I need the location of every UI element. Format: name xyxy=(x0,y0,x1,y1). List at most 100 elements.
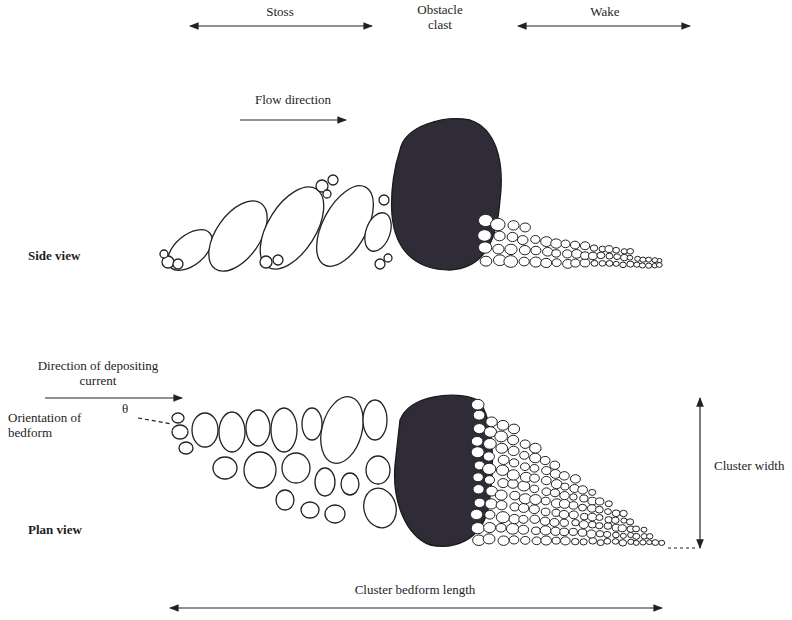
pebble xyxy=(606,261,613,267)
pebble xyxy=(541,497,550,505)
pebble xyxy=(561,240,570,248)
pebble xyxy=(497,420,509,430)
pebble xyxy=(580,539,587,545)
pebble xyxy=(509,459,518,467)
pebble xyxy=(571,259,580,267)
pebble xyxy=(494,231,505,241)
pebble xyxy=(578,486,588,494)
pebble xyxy=(646,257,652,262)
pebble xyxy=(529,505,539,514)
pebble xyxy=(580,242,589,250)
width-label: Cluster width xyxy=(712,458,788,473)
pebble xyxy=(530,485,539,493)
pebble xyxy=(570,494,578,500)
pebble xyxy=(508,221,519,230)
pebble xyxy=(561,483,569,490)
pebble xyxy=(508,479,519,488)
pebble xyxy=(579,521,588,529)
pebble xyxy=(471,447,484,458)
angle-symbol: θ xyxy=(120,401,130,416)
zone-label: Stoss xyxy=(264,4,295,19)
pebble xyxy=(508,424,519,434)
stoss-clasts-side xyxy=(160,175,396,281)
length-label: Cluster bedform length xyxy=(353,582,478,597)
pebble xyxy=(540,517,550,525)
length-arrow xyxy=(170,607,662,608)
zone-label: Wake xyxy=(588,4,621,19)
width-leader xyxy=(668,548,698,549)
pebble xyxy=(659,540,665,545)
pebble xyxy=(572,519,580,525)
view-label: Side view xyxy=(26,248,82,263)
pebble xyxy=(560,528,569,536)
pebble xyxy=(605,509,612,515)
pebble xyxy=(647,534,653,539)
pebble xyxy=(507,232,518,241)
pebble xyxy=(620,533,626,538)
pebble xyxy=(504,256,518,268)
stoss-arrow xyxy=(190,25,372,26)
pebble xyxy=(517,236,528,245)
pebble xyxy=(559,510,569,518)
pebble xyxy=(627,261,634,267)
pebble xyxy=(471,523,484,534)
pebble xyxy=(530,464,539,472)
pebble xyxy=(509,536,519,544)
pebble xyxy=(633,526,640,532)
pebble xyxy=(483,438,496,449)
pebble xyxy=(595,506,603,513)
pebble xyxy=(550,518,559,526)
pebble xyxy=(641,527,647,532)
pebble xyxy=(496,501,507,510)
pebble xyxy=(532,537,541,545)
pebble xyxy=(542,488,551,496)
pebble xyxy=(595,498,603,505)
pebble xyxy=(596,514,603,520)
pebble xyxy=(540,526,551,535)
pebble xyxy=(495,490,507,500)
pebble xyxy=(561,537,571,545)
pebble xyxy=(569,528,577,535)
pebble xyxy=(518,525,529,534)
pebble xyxy=(580,495,588,502)
pebble xyxy=(640,540,646,545)
pebble xyxy=(519,257,529,266)
pebble xyxy=(483,452,494,461)
pebble xyxy=(588,521,596,528)
pebble xyxy=(483,463,496,474)
pebble xyxy=(578,529,587,536)
pebble xyxy=(612,539,619,545)
pebble xyxy=(530,453,541,463)
pebble xyxy=(471,399,484,410)
pebble xyxy=(614,254,621,260)
pebble xyxy=(521,536,530,544)
pebble xyxy=(589,538,597,545)
pebble xyxy=(508,446,519,455)
obstacle-clast-side xyxy=(392,119,502,270)
pebble xyxy=(652,540,659,546)
pebble xyxy=(484,476,494,485)
pebble xyxy=(613,247,620,253)
pebble xyxy=(493,244,504,254)
pebble xyxy=(657,259,662,263)
pebble xyxy=(588,513,597,521)
view-label: Plan view xyxy=(26,522,84,537)
pebble xyxy=(552,537,560,544)
flow-label: Flow direction xyxy=(253,92,333,107)
pebble xyxy=(590,245,597,251)
pebble xyxy=(612,510,620,517)
pebble xyxy=(483,534,495,544)
pebble xyxy=(560,519,568,526)
pebble xyxy=(597,540,604,546)
pebble xyxy=(580,513,588,520)
pebble xyxy=(541,536,552,545)
pebble xyxy=(541,258,552,267)
pebble xyxy=(551,480,562,489)
pebble xyxy=(605,501,612,507)
pebble xyxy=(498,455,509,464)
pebble xyxy=(518,504,528,513)
pebble xyxy=(491,218,506,230)
pebble xyxy=(520,223,531,232)
pebble xyxy=(498,479,509,488)
